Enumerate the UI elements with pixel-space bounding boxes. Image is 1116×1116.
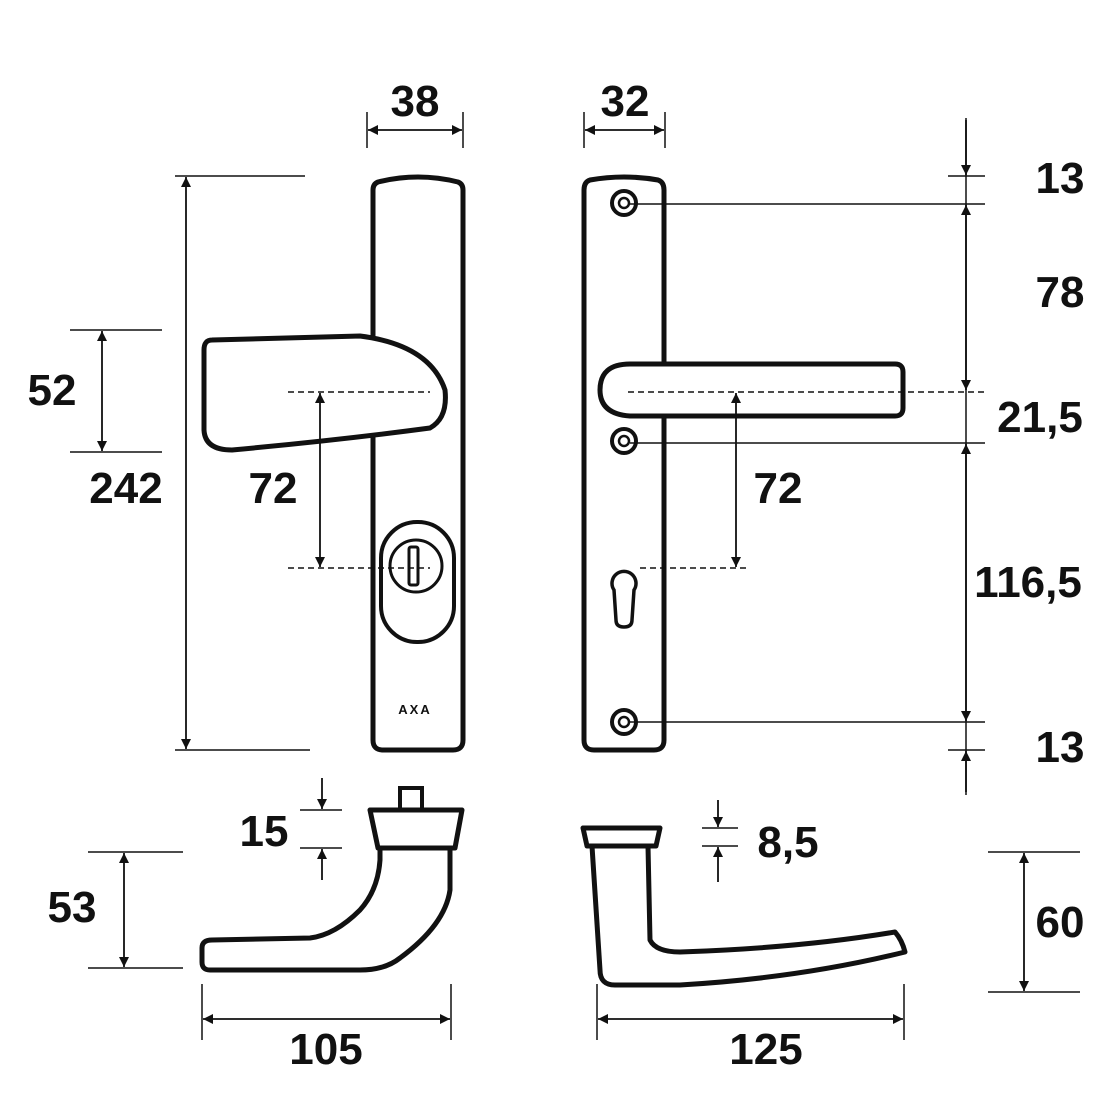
right-lever-top (597, 361, 906, 419)
keyhole (610, 569, 638, 629)
right-rose (580, 825, 663, 849)
screw-bottom (610, 708, 638, 736)
dim-handle-to-screw: 21,5 (997, 393, 1083, 442)
thumb-turn-stub (398, 786, 424, 812)
dim-handle-height: 52 (28, 366, 77, 415)
dim-rose-height-left: 15 (240, 807, 289, 856)
dim-plate-width-right: 32 (601, 77, 650, 126)
dim-screw-to-bottom-screw: 116,5 (974, 558, 1082, 607)
dim-total-height: 242 (89, 464, 162, 513)
dim-bottom-margin: 13 (1036, 723, 1085, 772)
left-knob (201, 333, 448, 453)
dim-screw-to-handle: 78 (1036, 268, 1085, 317)
brand-logo: AXA (398, 702, 431, 717)
left-lever-side (199, 845, 453, 973)
dim-rose-height-right: 8,5 (757, 818, 818, 867)
thumb-turn-slot (407, 545, 420, 587)
dim-lever-length-right: 125 (729, 1025, 802, 1074)
left-rose (367, 807, 465, 851)
right-lever-profile: 8,5 60 125 (580, 800, 1085, 1074)
dim-top-margin: 13 (1036, 154, 1085, 203)
dim-center-distance-right: 72 (754, 464, 803, 513)
right-plate-view: 32 72 13 78 21,5 116,5 13 (581, 77, 1085, 795)
dim-lever-height-right: 60 (1036, 898, 1085, 947)
dim-plate-width-left: 38 (391, 77, 440, 126)
left-lever-profile: 15 53 105 (48, 778, 465, 1074)
screw-middle (610, 427, 638, 455)
dim-center-distance-left: 72 (249, 464, 298, 513)
right-lever-side (589, 843, 908, 988)
left-plate (370, 174, 466, 753)
left-plate-view: AXA 38 242 52 72 (28, 77, 466, 753)
dim-lever-height-left: 53 (48, 883, 97, 932)
right-plate (581, 174, 667, 753)
dim-lever-length-left: 105 (289, 1025, 362, 1074)
screw-top (610, 189, 638, 217)
